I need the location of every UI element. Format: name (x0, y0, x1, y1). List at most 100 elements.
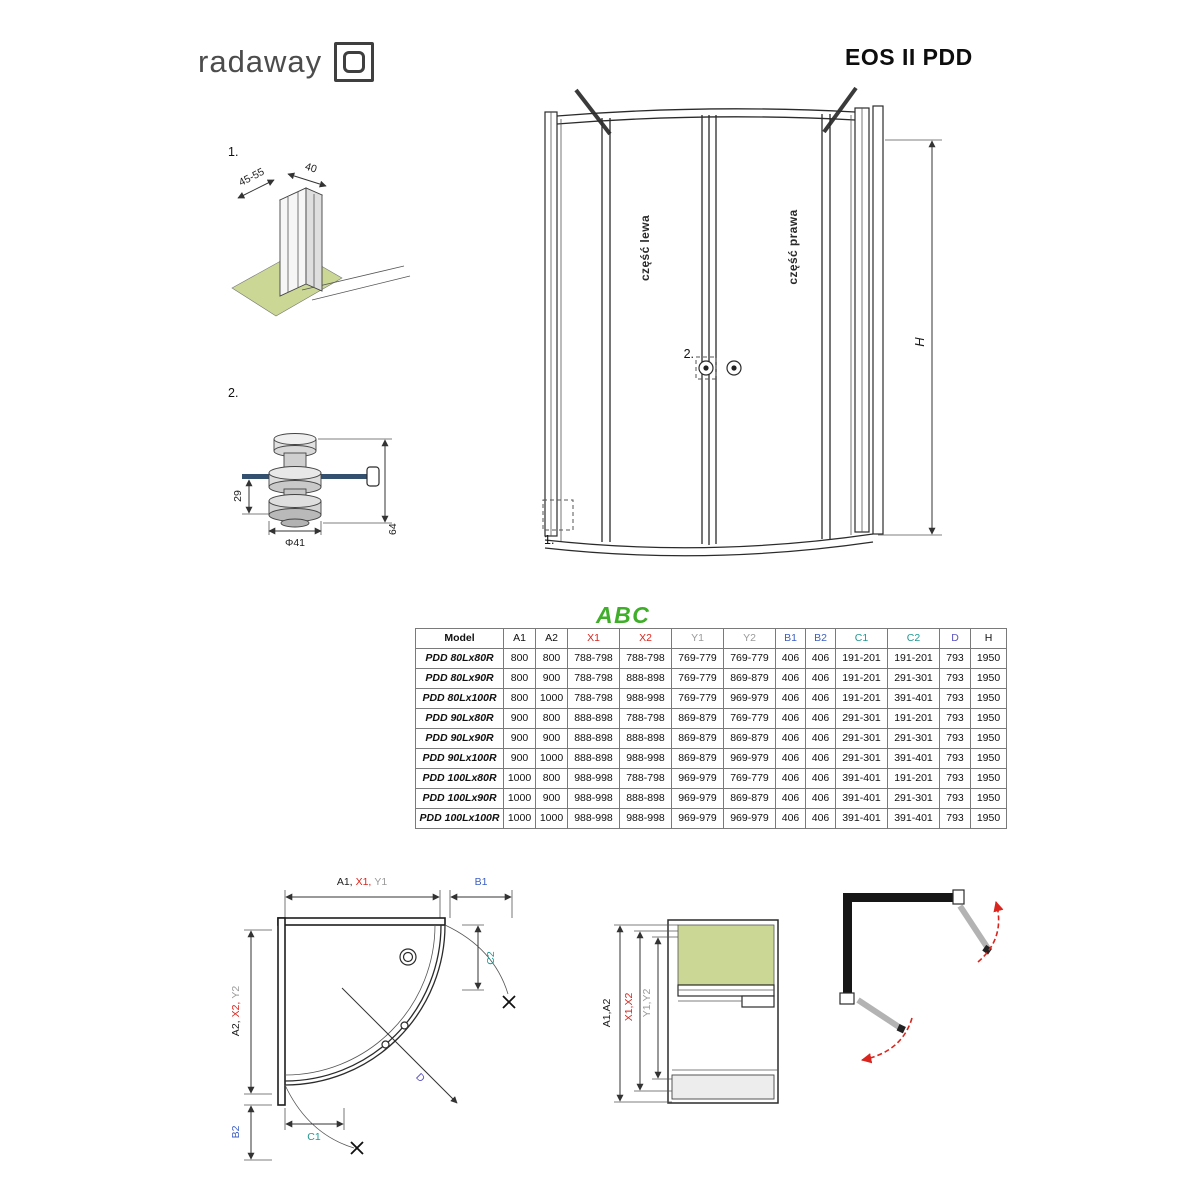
plan-view-drawing: A1,X1,Y1 B1 A2,X2,Y2 B2 D (230, 876, 516, 1161)
spec-cell: 793 (939, 728, 971, 749)
spec-cell: 788-798 (567, 668, 620, 689)
model-cell: PDD 80Lx90R (415, 668, 504, 689)
spec-cell: 1950 (970, 728, 1007, 749)
wall-block (677, 924, 775, 986)
model-cell: PDD 90Lx90R (415, 728, 504, 749)
page-title: EOS II PDD (845, 44, 973, 70)
spec-col-header: H (970, 628, 1007, 649)
spec-cell: 800 (535, 768, 568, 789)
spec-cell: 793 (939, 648, 971, 669)
spec-cell: 1950 (970, 768, 1007, 789)
spec-cell: 291-301 (887, 728, 940, 749)
spec-cell: 191-201 (887, 648, 940, 669)
elevation-drawing: 2. 1. część lewa część prawa H (542, 86, 942, 557)
spec-cell: 391-401 (835, 808, 888, 829)
spec-cell: 793 (939, 768, 971, 789)
spec-cell: 191-201 (835, 688, 888, 709)
model-cell: PDD 100Lx90R (415, 788, 504, 809)
plan-top-dim: A1,X1,Y1 (337, 876, 388, 888)
spec-cell: 869-879 (723, 788, 776, 809)
plan-c1-dim: C1 (307, 1131, 321, 1143)
plan-top-wall (277, 917, 446, 926)
spec-cell: 900 (503, 748, 536, 769)
spec-cell: 969-979 (671, 808, 724, 829)
spec-cell: 900 (535, 668, 568, 689)
knob-offset-dim: 29 (232, 490, 244, 502)
spec-cell: 406 (805, 788, 836, 809)
wall-bracket-right (822, 86, 858, 134)
spec-col-header: C2 (887, 628, 940, 649)
spec-col-header: B1 (775, 628, 806, 649)
swing-arrow-right (977, 900, 1004, 963)
spec-cell: 406 (775, 708, 806, 729)
plan-left-wall (277, 917, 286, 1106)
plan-b2-dim: B2 (230, 1125, 242, 1138)
spec-cell: 900 (503, 728, 536, 749)
spec-cell: 793 (939, 748, 971, 769)
spec-cell: 969-979 (723, 688, 776, 709)
spec-cell: 291-301 (835, 748, 888, 769)
spec-cell: 406 (805, 708, 836, 729)
spec-col-header: Y1 (671, 628, 724, 649)
spec-cell: 788-798 (567, 648, 620, 669)
brand-name: radaway (198, 44, 323, 79)
spec-cell: 769-779 (723, 708, 776, 729)
spec-cell: 406 (805, 808, 836, 829)
spec-col-header: X2 (619, 628, 672, 649)
spec-cell: 800 (535, 648, 568, 669)
spec-cell: 900 (535, 788, 568, 809)
spec-cell: 291-301 (835, 708, 888, 729)
knob-callout: 2. (684, 347, 694, 361)
spec-col-header: Model (415, 628, 504, 649)
hinge-profile-right (952, 889, 965, 905)
tray-edge (671, 1074, 775, 1100)
spec-cell: 406 (775, 668, 806, 689)
spec-cell: 769-779 (671, 668, 724, 689)
spec-cell: 1950 (970, 688, 1007, 709)
spec-cell: 1000 (535, 748, 568, 769)
spec-cell: 869-879 (723, 668, 776, 689)
spec-cell: 988-998 (567, 788, 620, 809)
section-y-dim: Y1,Y2 (641, 989, 653, 1018)
spec-cell: 888-898 (567, 728, 620, 749)
model-cell: PDD 90Lx100R (415, 748, 504, 769)
spec-cell: 793 (939, 808, 971, 829)
spec-cell: 988-998 (619, 688, 672, 709)
spec-cell: 869-879 (671, 708, 724, 729)
watermark-text: ABC (596, 602, 651, 628)
spec-cell: 800 (503, 648, 536, 669)
spec-cell: 788-798 (619, 648, 672, 669)
knob-diameter-dim: Φ41 (285, 537, 305, 549)
spec-cell: 191-201 (887, 708, 940, 729)
model-cell: PDD 80Lx100R (415, 688, 504, 709)
model-cell: PDD 80Lx80R (415, 648, 504, 669)
spec-cell: 869-879 (723, 728, 776, 749)
spec-cell: 406 (805, 748, 836, 769)
spec-cell: 1950 (970, 708, 1007, 729)
spec-cell: 888-898 (567, 748, 620, 769)
spec-cell: 793 (939, 788, 971, 809)
spec-cell: 769-779 (671, 648, 724, 669)
spec-cell: 988-998 (567, 808, 620, 829)
spec-cell: 969-979 (671, 768, 724, 789)
plan-b1-dim: B1 (475, 876, 488, 888)
spec-cell: 291-301 (887, 788, 940, 809)
knob-height-dim: 64 (387, 523, 399, 535)
model-cell: PDD 100Lx80R (415, 768, 504, 789)
spec-cell: 769-779 (723, 648, 776, 669)
spec-cell: 788-798 (619, 708, 672, 729)
spec-cell: 769-779 (671, 688, 724, 709)
spec-cell: 391-401 (835, 788, 888, 809)
spec-cell: 406 (775, 808, 806, 829)
wall-section-drawing: A1,A2 X1,X2 Y1,Y2 (601, 919, 779, 1104)
brand-logo: radaway (198, 42, 375, 82)
detail2-callout: 2. (228, 386, 238, 400)
spec-cell: 969-979 (723, 808, 776, 829)
